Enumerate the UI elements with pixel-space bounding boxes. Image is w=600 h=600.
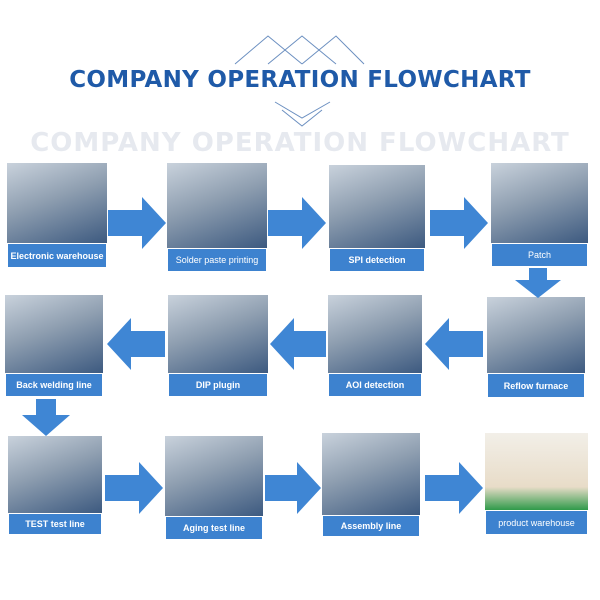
step-photo-aoi (328, 295, 422, 373)
arrow-left-icon (270, 318, 326, 370)
step-photo-dip (168, 295, 268, 373)
arrow-right-icon (268, 197, 326, 249)
arrow-right-icon (265, 462, 321, 514)
step-photo-product-warehouse (485, 433, 588, 510)
arrow-right-icon (425, 462, 483, 514)
step-photo-electronic-warehouse (7, 163, 107, 243)
arrow-right-icon (105, 462, 163, 514)
arrow-right-icon (430, 197, 488, 249)
step-label: Reflow furnace (487, 373, 585, 398)
step-label: SPI detection (329, 248, 425, 272)
arrow-left-icon (107, 318, 165, 370)
step-photo-reflow (487, 297, 585, 373)
step-photo-patch (491, 163, 588, 243)
step-photo-assembly (322, 433, 420, 515)
arrow-down-icon (515, 268, 561, 298)
step-label: Solder paste printing (167, 248, 267, 272)
title-watermark: COMPANY OPERATION FLOWCHART (30, 128, 570, 158)
step-label: DIP plugin (168, 373, 268, 397)
step-label: Aging test line (165, 516, 263, 540)
step-label: TEST test line (8, 513, 102, 535)
step-label: Assembly line (322, 515, 420, 537)
step-label: AOI detection (328, 373, 422, 397)
step-photo-spi (329, 165, 425, 248)
arrow-left-icon (425, 318, 483, 370)
step-label: Patch (491, 243, 588, 267)
step-photo-solder-paste (167, 163, 267, 248)
step-label: Electronic warehouse (7, 243, 107, 268)
step-label: product warehouse (485, 510, 588, 535)
page-title: COMPANY OPERATION FLOWCHART (69, 67, 531, 93)
decorative-mountain-lines (234, 35, 365, 127)
step-photo-test (8, 436, 102, 513)
arrow-right-icon (108, 197, 166, 249)
arrow-down-icon (22, 399, 70, 436)
step-photo-back-welding (5, 295, 103, 373)
step-photo-aging (165, 436, 263, 516)
step-label: Back welding line (5, 373, 103, 397)
